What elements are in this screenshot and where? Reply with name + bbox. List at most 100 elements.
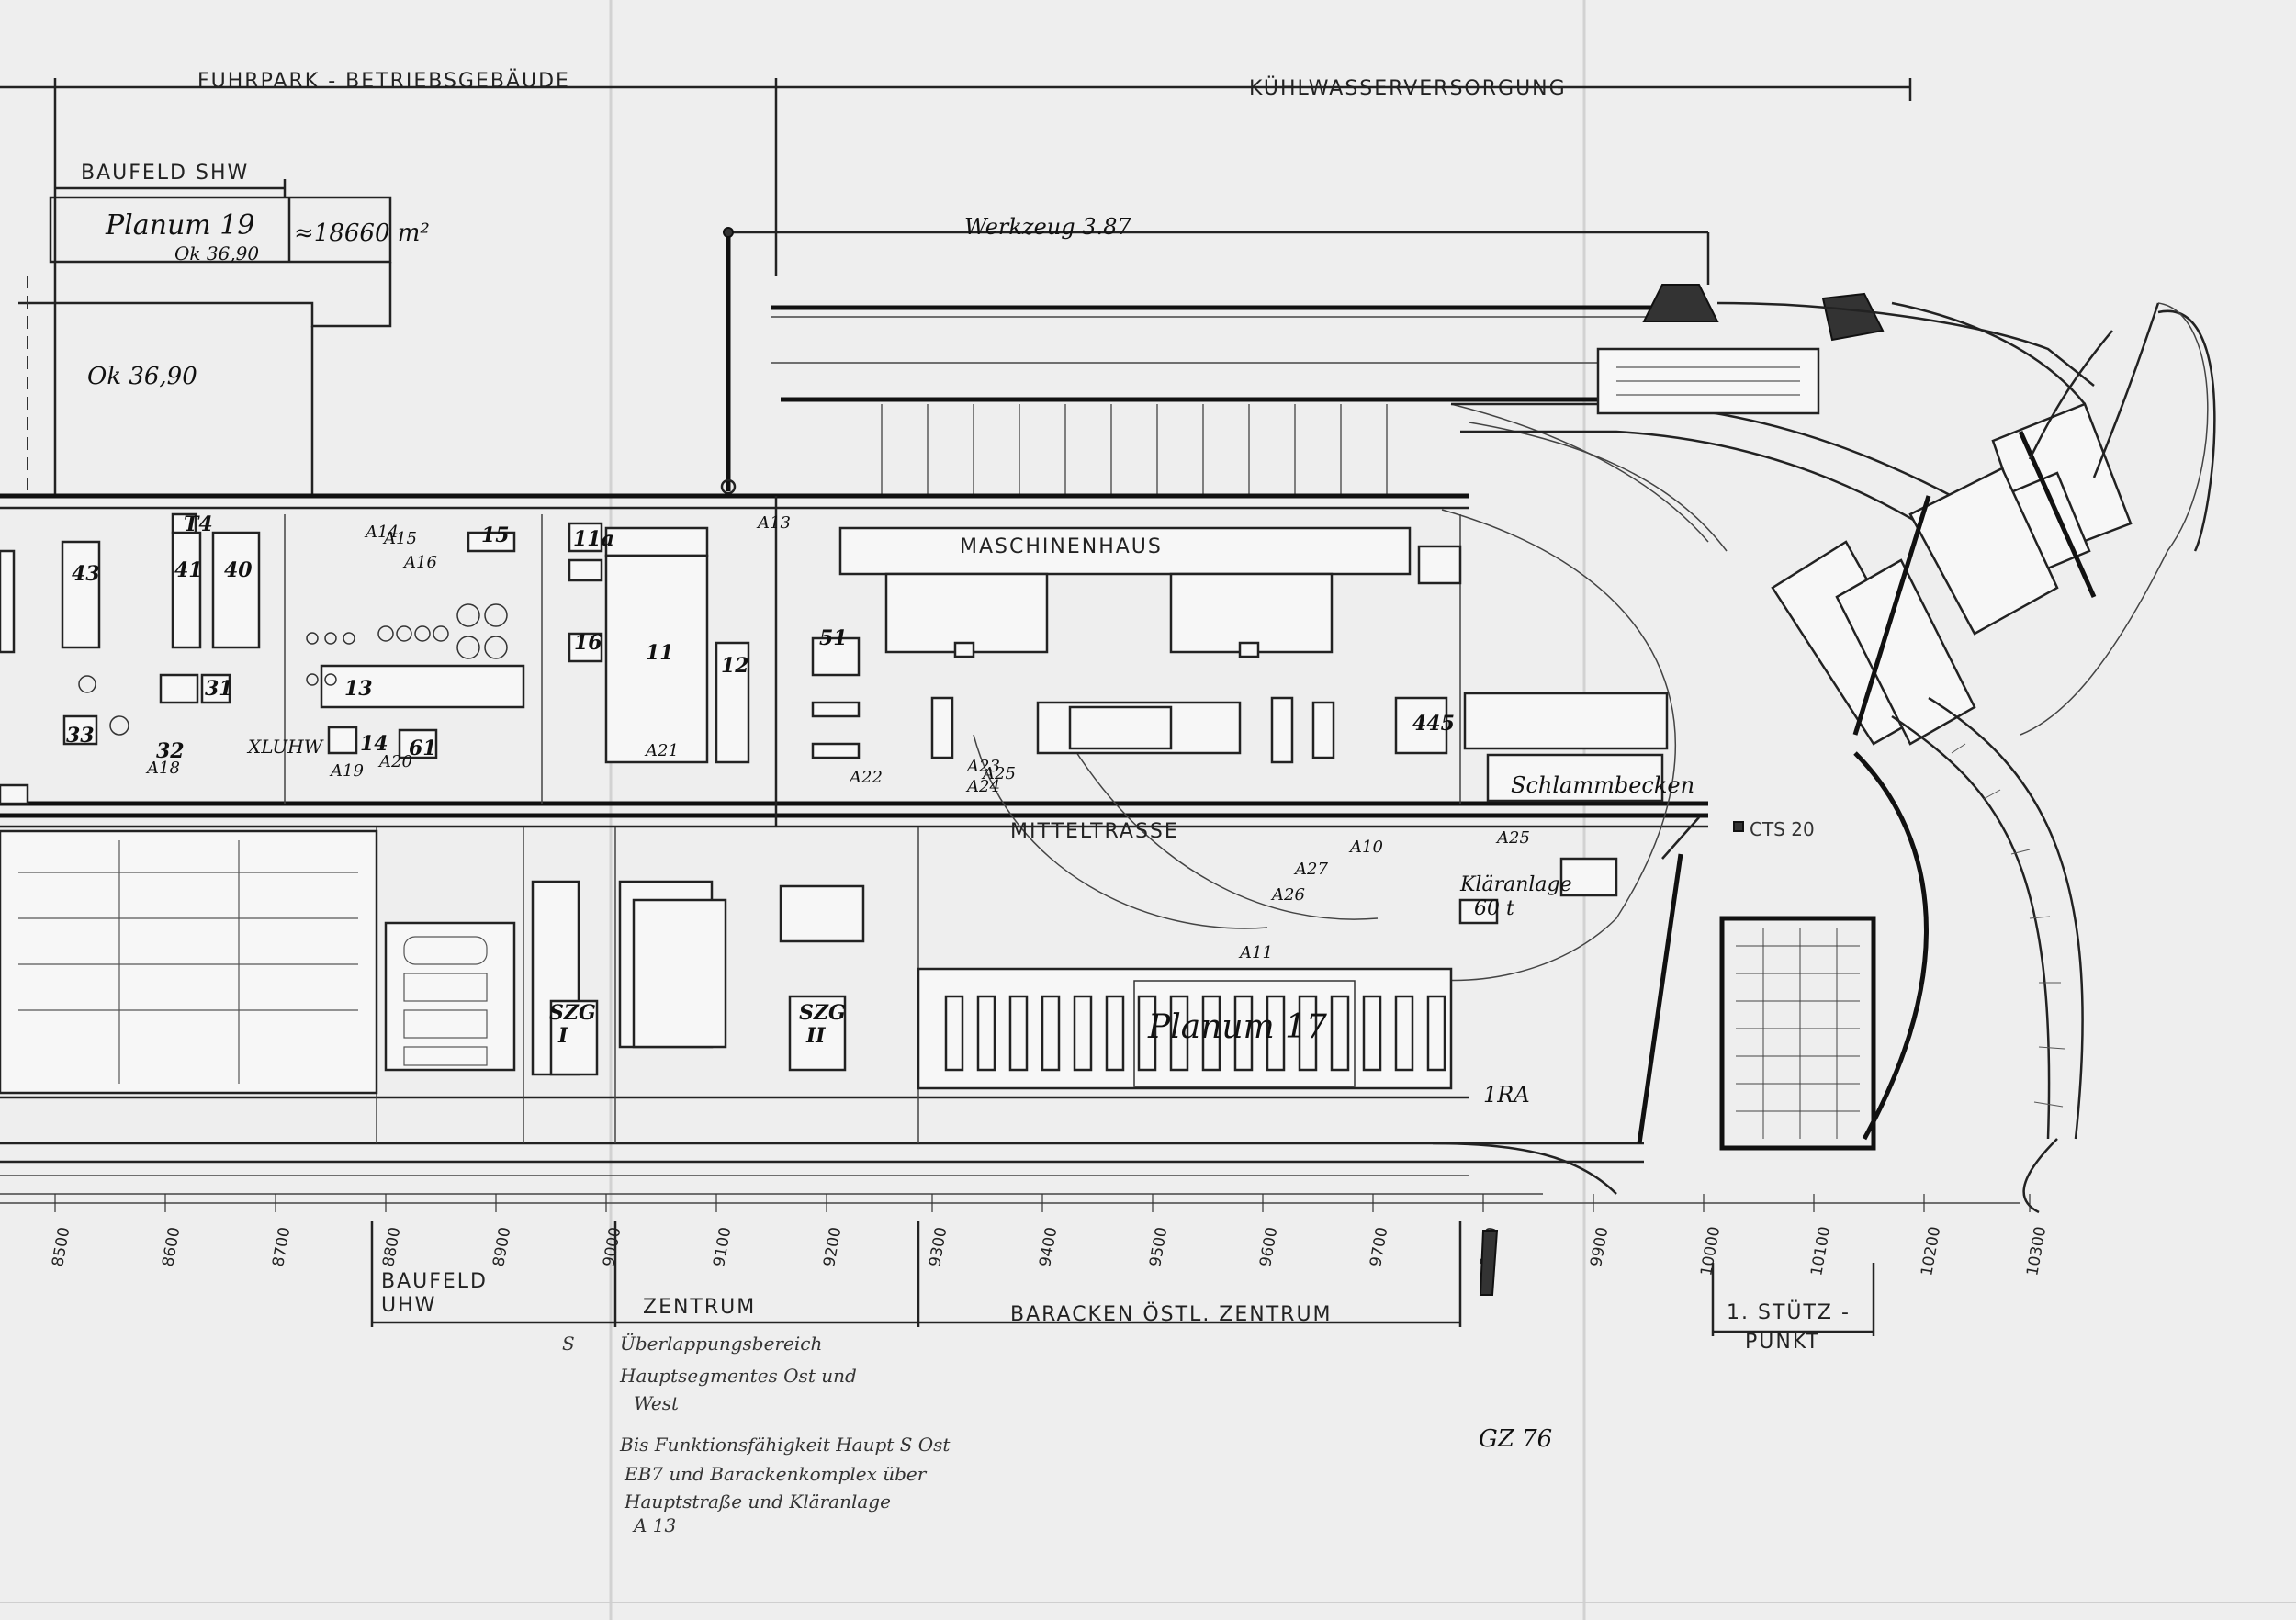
planum-19-label: Planum 19 (105, 209, 254, 242)
axis-tick: 10000 (1697, 1225, 1724, 1277)
road-label: A20 (377, 752, 412, 771)
baracken-label: BARACKEN ÖSTL. ZENTRUM (1010, 1302, 1333, 1326)
note-line: Bis Funktionsfähigkeit Haupt S Ost (619, 1434, 951, 1456)
road-label: A14 (364, 523, 399, 542)
road-label: A11 (1238, 943, 1273, 962)
road-label: A13 (756, 513, 791, 533)
building-number: 445 (1412, 712, 1455, 736)
building-number: 51 (819, 626, 848, 650)
notes-mark: S (562, 1333, 575, 1355)
maschinenhaus-complex: MASCHINENHAUS Schlammbecken (811, 526, 1694, 803)
note-line: Hauptstraße und Kläranlage (624, 1491, 891, 1513)
road-label: A25 (981, 764, 1016, 783)
klaeranlage-label: Kläranlage (1459, 873, 1572, 896)
road-label: A26 (1270, 885, 1305, 905)
road-labels: A15 A14 A16 A13 A18 A19 A20 A21 A22 A23 … (145, 513, 1530, 1108)
baufeld-shw-label: BAUFELD SHW (81, 162, 249, 185)
building-number: 13 (344, 677, 373, 701)
schlammbecken-label: Schlammbecken (1511, 772, 1694, 798)
baufeld-uhw-label-2: UHW (381, 1294, 436, 1317)
mitteltrasse-label: MITTELTRASSE (1010, 820, 1179, 843)
stuetzpunkt-grid (1719, 916, 1876, 1151)
szg-ii-label: SZG (799, 1001, 846, 1025)
axis-tick: 9200 (820, 1226, 845, 1268)
station-axis: 8500 8600 8700 8800 8900 9000 9100 9200 … (0, 1194, 2050, 1296)
building-block-left (0, 512, 750, 805)
stuetzpunkt-label-1: 1. STÜTZ - (1727, 1300, 1851, 1324)
note-line: EB7 und Barackenkomplex über (624, 1463, 928, 1485)
road-label: A10 (1348, 838, 1383, 857)
building-number: 16 (574, 631, 602, 655)
road-label: A23 (965, 757, 1000, 776)
building-number: 11 (646, 641, 674, 665)
building-number: 32 (156, 739, 185, 763)
baracken-blocks: Planum 17 (917, 967, 1453, 1090)
axis-tick: 9100 (710, 1226, 735, 1268)
building-number: 14 (360, 732, 388, 756)
road-label: 1RA (1483, 1082, 1530, 1108)
bottom-zone-line: BAUFELD UHW ZENTRUM BARACKEN ÖSTL. ZENTR… (370, 1221, 1875, 1354)
baufeld-uhw-label-1: BAUFELD (381, 1270, 488, 1293)
building-number: 31 (205, 677, 233, 701)
maschinenhaus-label: MASCHINENHAUS (960, 535, 1163, 558)
building-number: 15 (481, 523, 510, 547)
cts-label: CTS 20 (1750, 818, 1815, 840)
cooling-canal: CTS 20 (1733, 302, 2216, 1214)
axis-tick: 10300 (2023, 1225, 2050, 1277)
axis-tick: 10200 (1918, 1225, 1944, 1277)
baufeld-shw: BAUFELD SHW Planum 19 Ok 36,90 ≈18660 m²… (18, 162, 430, 496)
xluhw-label: XLUHW (246, 736, 324, 758)
road-label: A25 (1495, 828, 1530, 848)
site-roads (0, 493, 1708, 1195)
building-number: 43 (72, 562, 100, 586)
szg-i-number: I (557, 1024, 568, 1048)
axis-tick: 9000 (600, 1226, 625, 1268)
note-line: West (634, 1392, 680, 1414)
axis-tick: 9600 (1256, 1226, 1281, 1268)
road-label: A19 (329, 761, 364, 781)
axis-tick: 8500 (49, 1226, 73, 1268)
building-block-lower: SZG I SZG II (0, 829, 865, 1095)
axis-tick: 8600 (159, 1226, 184, 1268)
top-zone-line: FUHRPARK - BETRIEBSGEBÄUDE KÜHLWASSERVER… (0, 69, 1912, 496)
stuetzpunkt-label-2: PUNKT (1745, 1331, 1820, 1354)
zone-label-kuehlwasser: KÜHLWASSERVERSORGUNG (1249, 76, 1567, 100)
road-label: A21 (644, 741, 679, 760)
axis-tick: 9400 (1036, 1226, 1061, 1268)
mitteltrasse: MITTELTRASSE Kläranlage 60 t (1010, 820, 1618, 925)
note-line: Überlappungsbereich (620, 1332, 822, 1355)
axis-tick: 9700 (1367, 1226, 1391, 1268)
building-number: T4 (184, 512, 213, 536)
szg-ii-number: II (805, 1024, 826, 1048)
axis-tick: 9300 (926, 1226, 951, 1268)
road-label: A18 (145, 759, 180, 778)
axis-tick: 9500 (1146, 1226, 1171, 1268)
building-number: 33 (66, 724, 95, 748)
building-number: 61 (409, 737, 437, 760)
klaeranlage-sublabel: 60 t (1474, 897, 1514, 920)
axis-tick: 8800 (379, 1226, 404, 1268)
planum-17-label: Planum 17 (1147, 1008, 1327, 1046)
building-numbers: T4 43 41 40 15 11a 16 11 12 51 13 31 33 … (66, 512, 1455, 763)
road-label: A22 (848, 768, 883, 787)
zone-label-fuhrpark: FUHRPARK - BETRIEBSGEBÄUDE (197, 69, 570, 93)
pump-station (1771, 302, 2160, 746)
road-label: A15 (382, 529, 417, 548)
building-number: 41 (174, 558, 203, 582)
werkzeug-bracket: Werkzeug 3.87 (720, 214, 1710, 495)
handwritten-notes: S Überlappungsbereich Hauptsegmentes Ost… (562, 1332, 1552, 1536)
planum-19-ok: Ok 36,90 (174, 242, 259, 264)
gz-76-label: GZ 76 (1479, 1425, 1552, 1453)
building-number: 12 (721, 654, 749, 678)
road-label: A24 (965, 777, 1000, 796)
note-line: A 13 (632, 1514, 676, 1536)
road-label: A27 (1293, 860, 1328, 879)
szg-i-label: SZG (549, 1001, 596, 1025)
axis-tick: 10100 (1807, 1225, 1834, 1277)
building-number: 40 (224, 558, 253, 582)
axis-tick: 8900 (490, 1226, 514, 1268)
axis-tick: 8700 (269, 1226, 294, 1268)
building-number: 11a (573, 527, 614, 551)
